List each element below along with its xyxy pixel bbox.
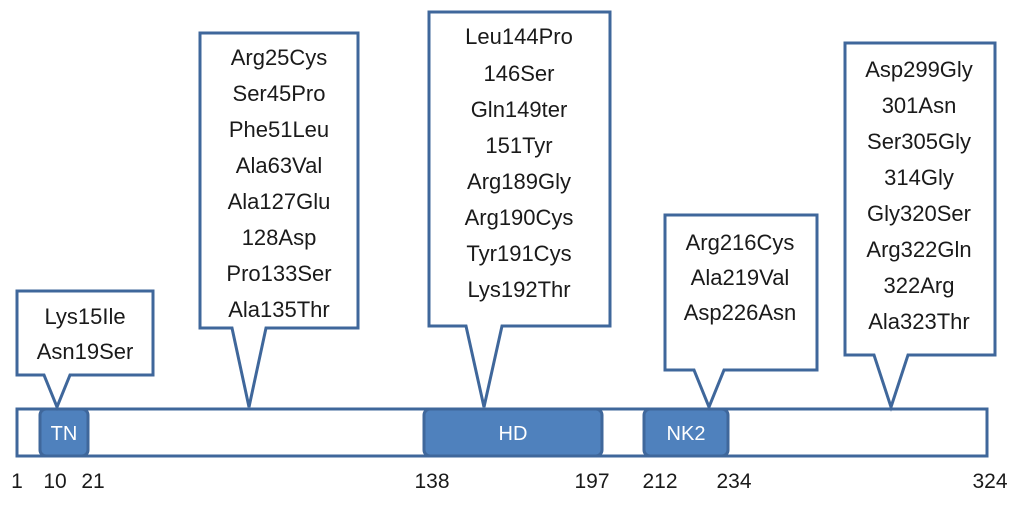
mutation-callout-3: Leu144Pro 146Ser Gln149ter 151Tyr Arg189… <box>427 10 612 408</box>
position-label: 10 <box>43 470 66 493</box>
mutation-label: 128Asp <box>242 225 317 250</box>
domain-box <box>422 407 604 458</box>
mutation-label: Ala63Val <box>236 153 322 178</box>
position-label: 197 <box>574 470 609 493</box>
mutation-label: 322Arg <box>884 273 955 298</box>
position-label: 21 <box>81 470 104 493</box>
callout-shape <box>198 31 360 408</box>
domain-label: NK2 <box>667 423 706 445</box>
mutation-label: Ala323Thr <box>868 309 970 334</box>
position-label: 1 <box>11 470 23 493</box>
domain-label: TN <box>51 423 78 445</box>
mutation-label: Gly320Ser <box>867 201 971 226</box>
domain-nk2: NK2 <box>642 407 730 458</box>
mutation-label: Asn19Ser <box>37 339 134 364</box>
callout-shape <box>843 41 997 412</box>
mutation-label: Gln149ter <box>471 97 568 122</box>
mutation-label: Lys192Thr <box>467 277 570 302</box>
position-label: 138 <box>414 470 449 493</box>
mutation-label: Tyr191Cys <box>466 241 571 266</box>
mutation-label: Asp299Gly <box>865 57 973 82</box>
mutation-label: Arg189Gly <box>467 169 571 194</box>
mutation-label: Arg190Cys <box>465 205 574 230</box>
mutation-label: Arg216Cys <box>686 230 795 255</box>
position-label: 212 <box>642 470 677 493</box>
mutation-label: Arg322Gln <box>866 237 971 262</box>
mutation-label: Ser45Pro <box>233 81 326 106</box>
mutation-callout-1: Lys15Ile Asn19Ser <box>15 289 155 411</box>
position-label: 234 <box>716 470 751 493</box>
mutation-label: Phe51Leu <box>229 117 329 142</box>
mutation-label: Lys15Ile <box>44 304 125 329</box>
mutation-label: Ala219Val <box>691 265 790 290</box>
mutation-label: Leu144Pro <box>465 24 573 49</box>
mutation-label: Ala127Glu <box>228 189 331 214</box>
mutation-label: Arg25Cys <box>231 45 328 70</box>
mutation-label: 314Gly <box>884 165 954 190</box>
mutation-label: 146Ser <box>484 61 555 86</box>
callout-shape <box>663 213 819 411</box>
domain-hd: HD <box>422 407 604 458</box>
mutation-label: 301Asn <box>882 93 957 118</box>
mutation-label: Asp226Asn <box>684 300 797 325</box>
callout-shape <box>15 289 155 411</box>
position-label: 324 <box>972 470 1007 493</box>
position-axis-labels: 1 10 21 138 197 212 234 324 <box>11 470 1008 493</box>
mutation-label: Ala135Thr <box>228 297 330 322</box>
callout-shape <box>427 10 612 408</box>
domain-box <box>38 407 90 458</box>
mutation-callout-4: Arg216Cys Ala219Val Asp226Asn <box>663 213 819 411</box>
mutation-label: 151Tyr <box>485 133 552 158</box>
domain-label: HD <box>499 423 528 445</box>
mutation-label: Ser305Gly <box>867 129 971 154</box>
mutation-callout-2: Arg25Cys Ser45Pro Phe51Leu Ala63Val Ala1… <box>198 31 360 408</box>
mutation-label: Pro133Ser <box>226 261 331 286</box>
domain-tn: TN <box>38 407 90 458</box>
domain-box <box>642 407 730 458</box>
mutation-callout-5: Asp299Gly 301Asn Ser305Gly 314Gly Gly320… <box>843 41 997 412</box>
